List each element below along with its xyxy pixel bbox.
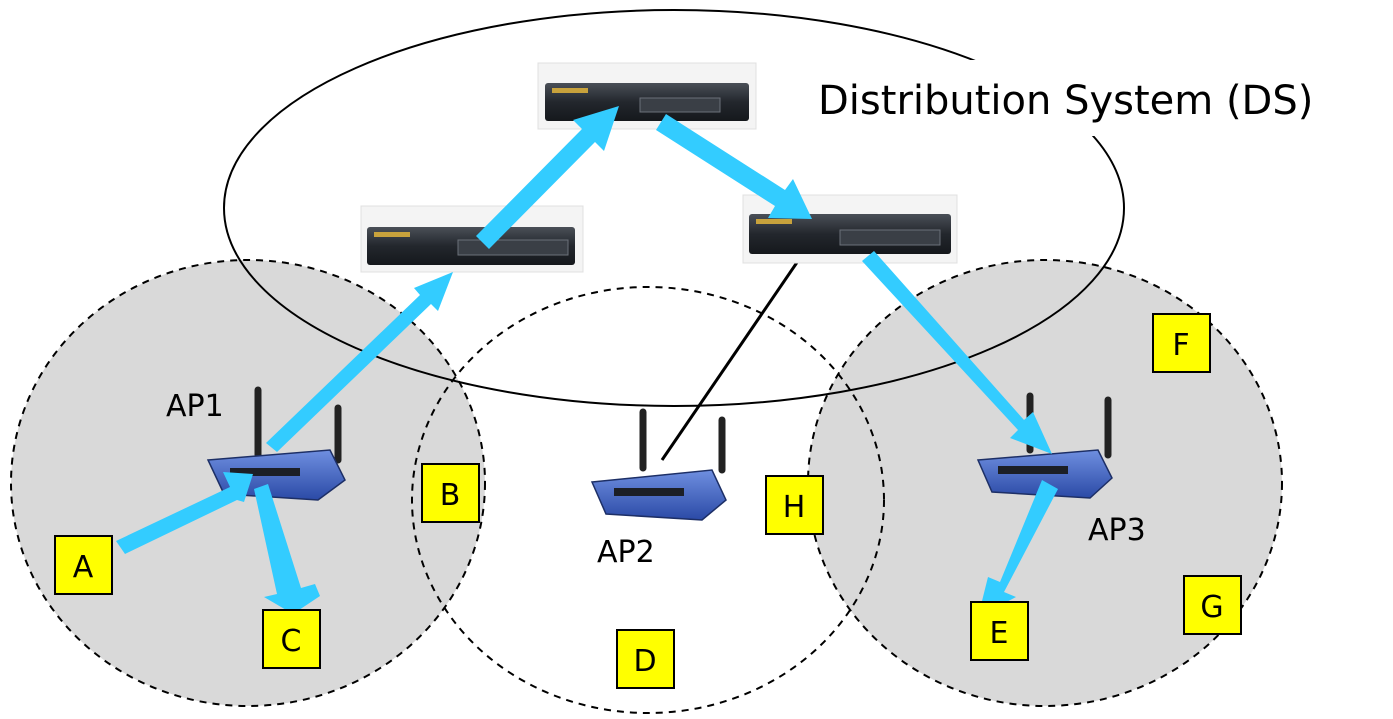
station-d: D xyxy=(616,629,675,689)
svg-text:A: A xyxy=(73,550,94,585)
station-g: G xyxy=(1183,575,1242,635)
switch-right xyxy=(742,194,958,264)
station-h: H xyxy=(765,475,824,535)
station-c: C xyxy=(262,609,321,669)
bss-ap2-area xyxy=(411,286,885,714)
frame-path-arrows xyxy=(116,106,1058,617)
arrow-switch-right-to-ap3 xyxy=(862,251,1052,454)
ds-title: Distribution System (DS) xyxy=(818,78,1313,124)
ds-ellipse xyxy=(223,9,1125,407)
svg-text:G: G xyxy=(1200,590,1223,625)
station-b: B xyxy=(421,463,480,523)
arrow-ap1-to-c xyxy=(254,484,320,614)
svg-text:F: F xyxy=(1172,328,1189,363)
svg-text:C: C xyxy=(281,624,302,659)
station-a: A xyxy=(54,535,113,595)
arrow-top-to-switch-right xyxy=(656,114,812,219)
station-f: F xyxy=(1152,313,1211,373)
ap3-label: AP3 xyxy=(1088,513,1146,548)
ap2-router-icon xyxy=(590,408,727,521)
ap2-label: AP2 xyxy=(597,535,655,570)
arrow-a-to-ap1 xyxy=(116,472,253,554)
switch-left xyxy=(360,205,584,273)
svg-text:H: H xyxy=(783,490,806,525)
arrow-ap3-to-e xyxy=(978,480,1058,617)
switch-top xyxy=(537,62,757,130)
svg-text:D: D xyxy=(633,644,656,679)
ap1-label: AP1 xyxy=(166,389,224,424)
svg-text:E: E xyxy=(990,616,1009,651)
svg-text:B: B xyxy=(440,478,461,513)
title-backdrop xyxy=(812,60,1382,136)
arrow-switch-left-to-top xyxy=(476,106,619,249)
arrow-ap1-to-switch-left xyxy=(266,272,453,452)
ap2-uplink-cable xyxy=(660,257,802,461)
station-e: E xyxy=(970,601,1029,661)
ap3-router-icon xyxy=(976,392,1113,499)
